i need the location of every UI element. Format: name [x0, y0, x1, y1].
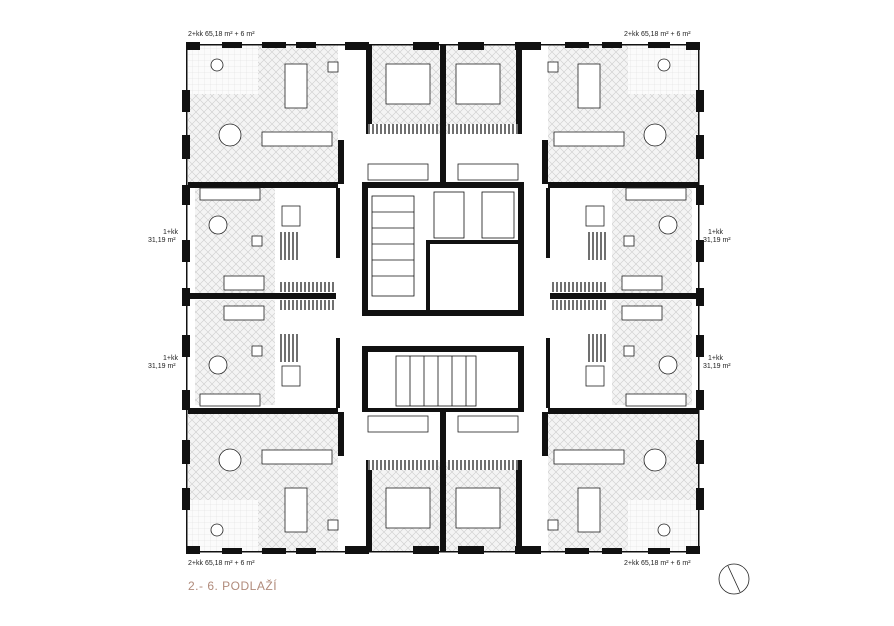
unit-type-right-lower: 1+kk: [708, 355, 723, 362]
unit-area-right-lower: 31,19 m²: [703, 363, 731, 370]
unit-area-left-lower: 31,19 m²: [148, 363, 176, 370]
floor-title: 2.- 6. PODLAŽÍ: [188, 578, 277, 593]
unit-type-left-upper: 1+kk: [163, 229, 178, 236]
unit-label-top-left: 2+kk 65,18 m² + 6 m²: [188, 31, 255, 38]
unit-label-top-right: 2+kk 65,18 m² + 6 m²: [624, 31, 691, 38]
unit-area-left-upper: 31,19 m²: [148, 237, 176, 244]
wardrobes: [280, 124, 606, 470]
unit-type-left-lower: 1+kk: [163, 355, 178, 362]
unit-type-right-upper: 1+kk: [708, 229, 723, 236]
unit-label-bottom-right: 2+kk 65,18 m² + 6 m²: [624, 560, 691, 567]
north-arrow-icon: [718, 563, 750, 595]
core: [371, 191, 515, 407]
unit-labels: 2+kk 65,18 m² + 6 m² 2+kk 65,18 m² + 6 m…: [148, 31, 731, 567]
unit-label-bottom-left: 2+kk 65,18 m² + 6 m²: [188, 560, 255, 567]
unit-area-right-upper: 31,19 m²: [703, 237, 731, 244]
furniture: [199, 58, 687, 537]
inner-walls: [188, 44, 698, 552]
